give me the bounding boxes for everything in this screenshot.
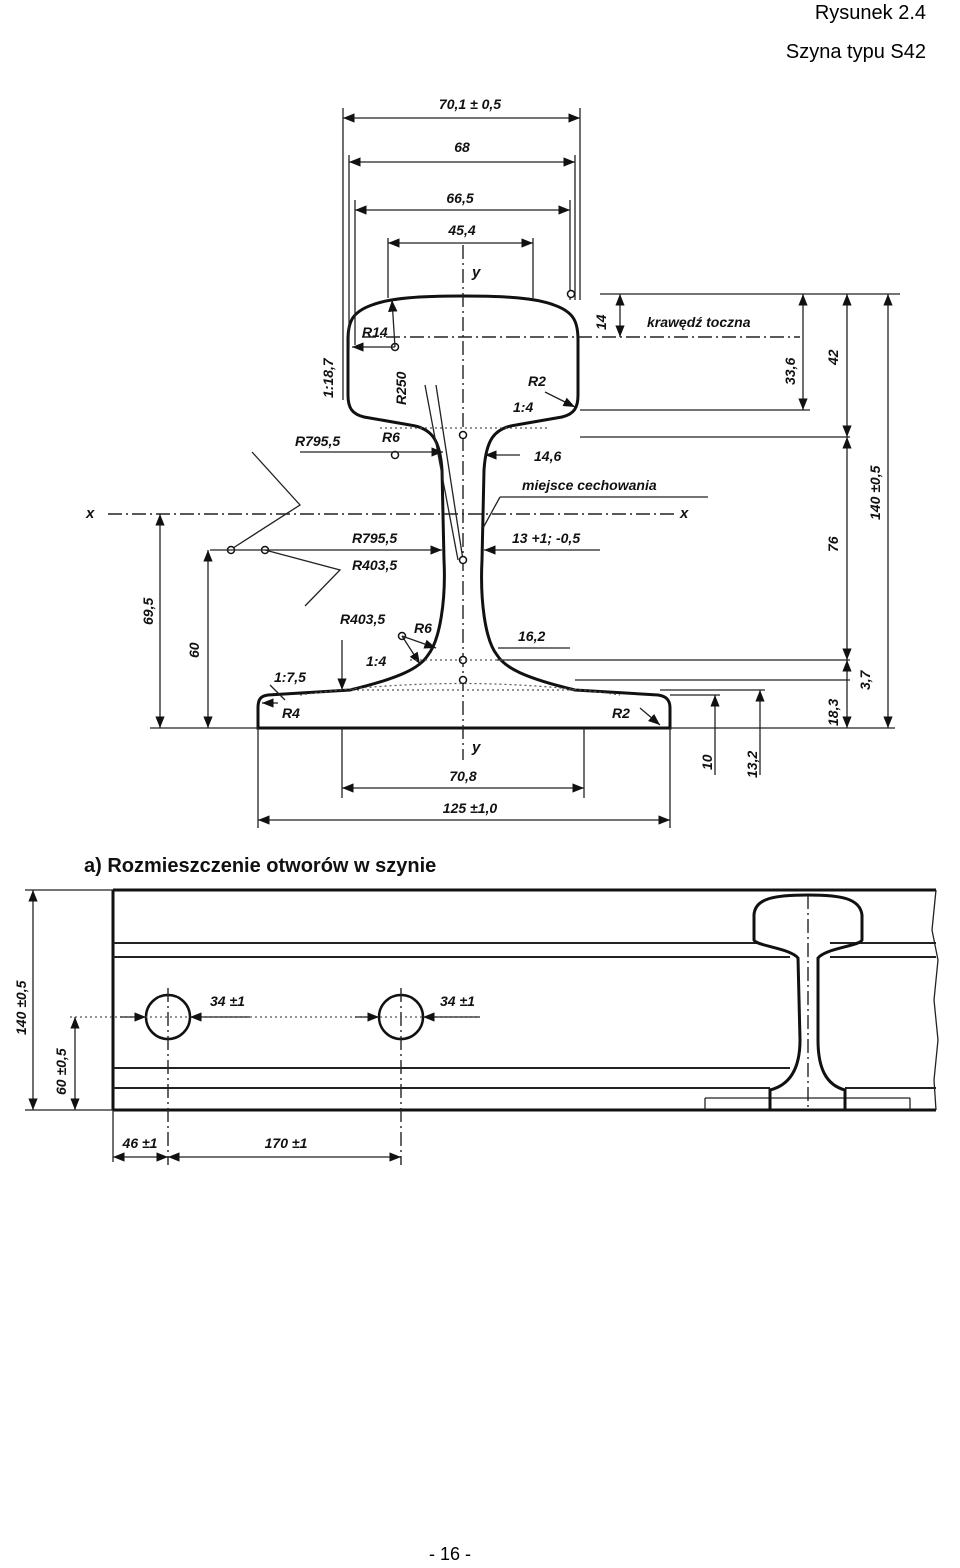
label-r2-foot: R2: [612, 705, 630, 721]
label-r795-5-lower: R795,5: [352, 530, 397, 546]
rail-profile-outline: [256, 294, 672, 730]
label-3-7: 3,7: [857, 669, 873, 690]
label-marking-place: miejsce cechowania: [522, 477, 657, 493]
label-13-tolerance: 13 +1; -0,5: [512, 530, 580, 546]
label-r14: R14: [362, 324, 388, 340]
label-incline-1-7-5: 1:7,5: [274, 669, 306, 685]
foot-annotations: [150, 514, 895, 775]
page-number: - 16 -: [428, 1544, 471, 1564]
label-rolling-edge: krawędź toczna: [647, 314, 751, 330]
rail-side-view: [25, 888, 939, 1165]
side-height-label: 140 ±0,5: [13, 980, 29, 1035]
rail-cross-section: 70,1 ± 0,5 68 66,5 45,4 y y x x R14 1:18…: [85, 96, 900, 828]
hole-height-label: 60 ±0,5: [53, 1048, 69, 1095]
label-16-2: 16,2: [518, 628, 545, 644]
width-dimension-lines: [342, 108, 581, 400]
label-r250: R250: [393, 371, 409, 405]
label-r6-lower: R6: [414, 620, 432, 636]
label-r4: R4: [282, 705, 300, 721]
y-axis-label-bottom: y: [471, 739, 481, 756]
hole-2-diameter-label: 34 ±1: [440, 993, 475, 1009]
y-axis-label-top: y: [471, 264, 481, 281]
label-incline-1-4-foot: 1:4: [366, 653, 386, 669]
hole-spacing-label: 170 ±1: [265, 1135, 308, 1151]
label-76: 76: [825, 536, 841, 552]
holes-section-title: a) Rozmieszczenie otworów w szynie: [84, 855, 436, 877]
head-annotations: [352, 289, 900, 728]
x-axis-label-right: x: [679, 505, 689, 522]
label-r403-5-lower: R403,5: [340, 611, 385, 627]
label-height-140: 140 ±0,5: [867, 465, 883, 520]
x-axis-label-left: x: [85, 505, 95, 522]
width-label-45-4: 45,4: [447, 222, 475, 238]
label-33-6: 33,6: [782, 358, 798, 385]
label-70-8: 70,8: [449, 768, 476, 784]
label-incline-1-4-head: 1:4: [513, 399, 533, 415]
label-42: 42: [825, 349, 841, 366]
width-label-70-1: 70,1 ± 0,5: [439, 96, 501, 112]
figure-caption: Rysunek 2.4: [814, 2, 926, 24]
end-distance-label: 46 ±1: [122, 1135, 158, 1151]
label-14-6: 14,6: [534, 448, 561, 464]
label-r403-5-upper: R403,5: [352, 557, 397, 573]
web-annotations: [210, 430, 852, 660]
end-profile-outline: [752, 893, 864, 1112]
width-label-68: 68: [454, 139, 470, 155]
width-label-66-5: 66,5: [446, 190, 473, 206]
figure-subtitle: Szyna typu S42: [785, 41, 926, 63]
label-60: 60: [186, 642, 202, 658]
label-69-5: 69,5: [140, 598, 156, 625]
label-14: 14: [593, 314, 609, 330]
label-10: 10: [699, 754, 715, 770]
label-incline-18-7: 1:18,7: [320, 357, 336, 398]
label-125: 125 ±1,0: [443, 800, 498, 816]
label-18-3: 18,3: [825, 699, 841, 726]
label-r2-head: R2: [528, 373, 546, 389]
label-13-2: 13,2: [744, 751, 760, 778]
label-r795-5-upper: R795,5: [295, 433, 340, 449]
bottom-dimension-lines: [257, 728, 671, 828]
label-r6-upper: R6: [382, 429, 400, 445]
hole-1-diameter-label: 34 ±1: [210, 993, 245, 1009]
